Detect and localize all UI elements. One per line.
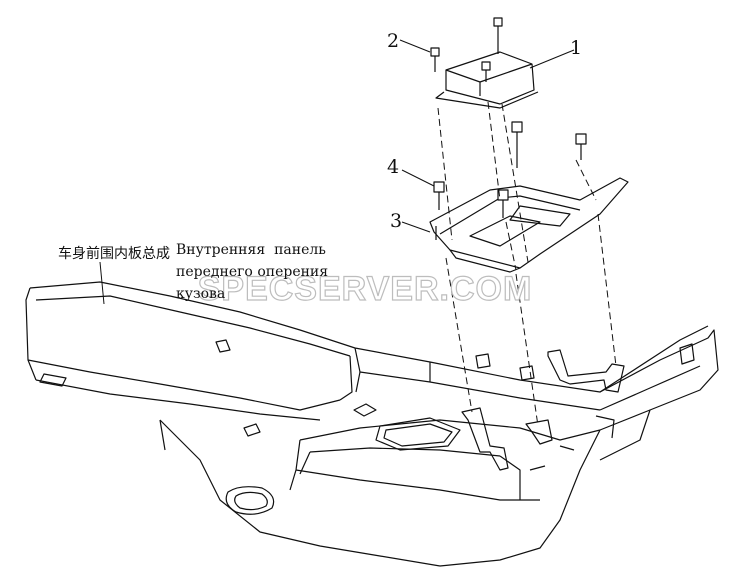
watermark-text: SPECSERVER.COM xyxy=(198,270,533,308)
assembly-label-russian-line2: переднего оперения xyxy=(176,264,328,280)
assembly-label-russian-line1: Внутренняя панель xyxy=(176,242,326,258)
callout-3: 3 xyxy=(390,210,402,232)
alignment-lines xyxy=(437,101,617,427)
assembly-label-russian-line3: кузова xyxy=(176,286,225,302)
callout-1: 1 xyxy=(570,37,582,59)
callout-4: 4 xyxy=(387,156,399,178)
callout-2: 2 xyxy=(387,30,399,52)
part-3-bracket xyxy=(429,177,629,273)
floor-mounting-brackets xyxy=(461,349,625,471)
bolts xyxy=(430,17,587,218)
assembly-label-chinese: 车身前围内板总成 xyxy=(58,245,170,262)
part-1-module-box xyxy=(435,51,539,109)
inner-panel-assembly xyxy=(25,281,719,567)
line-drawing xyxy=(25,17,719,567)
leader-lines xyxy=(99,39,575,305)
